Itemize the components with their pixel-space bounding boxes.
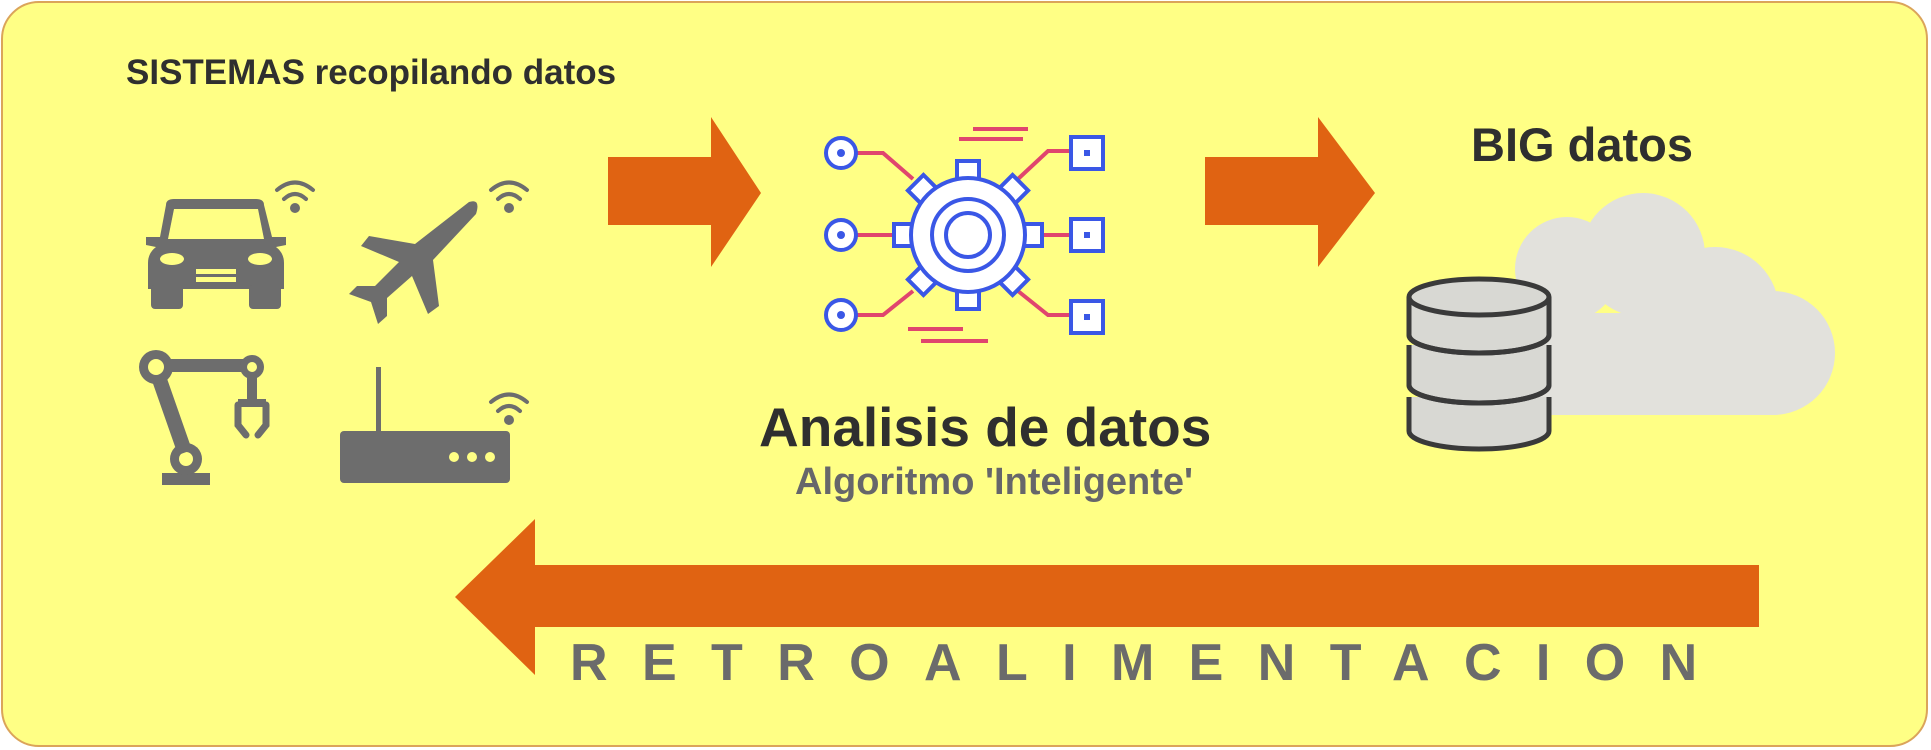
feedback-arrow (455, 519, 1759, 675)
wifi-icon (489, 392, 529, 425)
flow-arrow-to-storage (1205, 117, 1375, 267)
storage-title: BIG datos (1471, 118, 1693, 171)
flow-arrow-to-analysis (608, 117, 761, 267)
database-icon (1406, 276, 1552, 452)
car-icon (146, 199, 286, 309)
cloud-icon (1513, 193, 1835, 415)
wifi-icon (275, 180, 315, 213)
sources-title: SISTEMAS recopilando datos (126, 53, 617, 92)
router-icon (340, 367, 510, 483)
analysis-subtitle: Algoritmo 'Inteligente' (795, 461, 1194, 503)
airplane-icon (349, 201, 478, 324)
wifi-icon (489, 180, 529, 213)
analysis-title: Analisis de datos (759, 396, 1212, 458)
gear-network-icon (824, 127, 1105, 343)
feedback-label: RETROALIMENTACION (570, 634, 1732, 692)
robot-arm-icon (139, 350, 270, 485)
